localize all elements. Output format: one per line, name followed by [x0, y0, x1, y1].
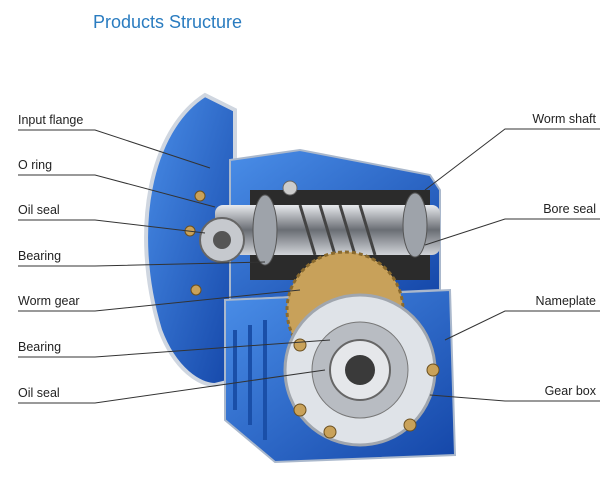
- diagram-title: Products Structure: [93, 12, 243, 32]
- input-flange-shape: [144, 92, 237, 388]
- label-bearing-bottom: Bearing: [18, 340, 62, 354]
- label-nameplate: Nameplate: [535, 294, 596, 308]
- label-bearing-top: Bearing: [18, 249, 62, 263]
- label-bore-seal: Bore seal: [543, 202, 596, 216]
- label-worm-gear: Worm gear: [18, 294, 80, 308]
- label-gear-box: Gear box: [544, 384, 596, 398]
- label-oil-seal-top: Oil seal: [18, 203, 60, 217]
- label-worm-shaft: Worm shaft: [532, 112, 596, 126]
- leader-lines: [18, 128, 600, 404]
- label-input-flange: Input flange: [18, 113, 84, 127]
- label-oil-seal-bottom: Oil seal: [18, 386, 60, 400]
- label-o-ring: O ring: [18, 158, 53, 172]
